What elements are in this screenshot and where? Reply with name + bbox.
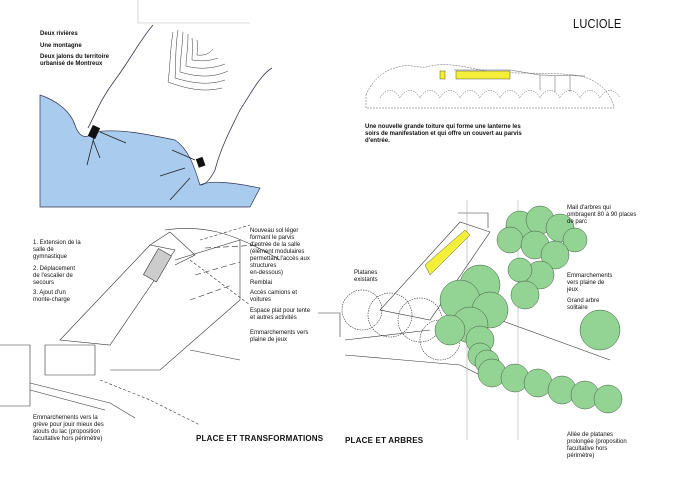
- trees-label: Mail d'arbres qui ombragent 80 à 90 plac…: [567, 205, 637, 225]
- trees-label: Emmarchements vers plaine de jeux: [567, 273, 613, 293]
- elevation-caption: Une nouvelle grande toiture qui forme un…: [365, 124, 522, 144]
- site-map-drawing: [39, 0, 273, 208]
- map-label: Une montagne: [40, 43, 82, 49]
- map-label: Deux rivières: [40, 31, 78, 37]
- trees-label: Grand arbre solitaire: [567, 298, 600, 311]
- transformation-label: 3. Ajout d'un monte-charge: [33, 290, 71, 303]
- trees-label: Allée de platanes prolongée (proposition…: [567, 432, 627, 459]
- transformation-label: Nouveau sol léger formant le parvis d'en…: [250, 228, 310, 276]
- lake-water: [39, 94, 261, 208]
- transformation-label: 2. Déplacement de l'escalier de secours: [33, 266, 76, 286]
- section-heading: PLACE ET TRANSFORMATIONS: [196, 434, 324, 443]
- transformation-label: Emmarchements vers la grève pour jouir m…: [33, 415, 104, 442]
- map-label: Deux jalons du territoire urbanisé de Mo…: [40, 54, 110, 67]
- section-heading: PLACE ET ARBRES: [345, 436, 424, 445]
- transformation-label: Espace plat pour tente et autres activit…: [250, 308, 311, 321]
- trees-label: Platanes existants: [354, 270, 378, 283]
- elevation-sketch: [365, 64, 621, 109]
- transformation-label: Emmarchements vers plaine de jeux: [250, 330, 309, 343]
- page-title: LUCIOLE: [573, 16, 622, 31]
- transformation-label: Accès camions et voitures: [250, 290, 298, 303]
- trees-axonometric: [341, 200, 623, 440]
- transformations-axonometric: [0, 224, 341, 426]
- transformation-label: Remblai: [250, 280, 273, 286]
- transformation-label: 1. Extension de la salle de gymnastique: [33, 240, 81, 260]
